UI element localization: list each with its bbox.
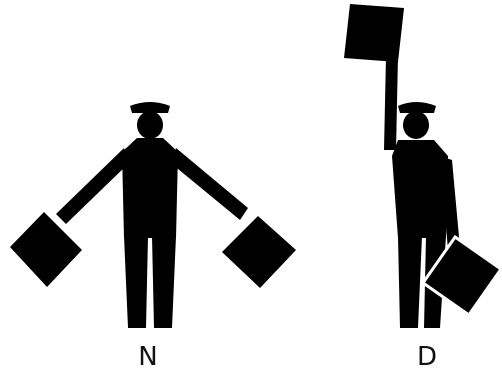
- right-arm: [172, 148, 248, 220]
- head: [403, 111, 429, 139]
- left-leg: [398, 236, 422, 328]
- right-flag-icon: [222, 216, 296, 288]
- head: [137, 111, 163, 139]
- raised-arm: [384, 56, 398, 150]
- right-leg: [152, 236, 176, 328]
- torso: [392, 140, 448, 238]
- semaphore-figure-n: [10, 102, 296, 328]
- left-arm: [56, 148, 128, 224]
- raised-flag-icon: [344, 4, 404, 62]
- left-leg: [124, 236, 148, 328]
- semaphore-figure-d: [344, 4, 501, 328]
- left-flag-icon: [10, 212, 82, 287]
- torso: [122, 138, 178, 238]
